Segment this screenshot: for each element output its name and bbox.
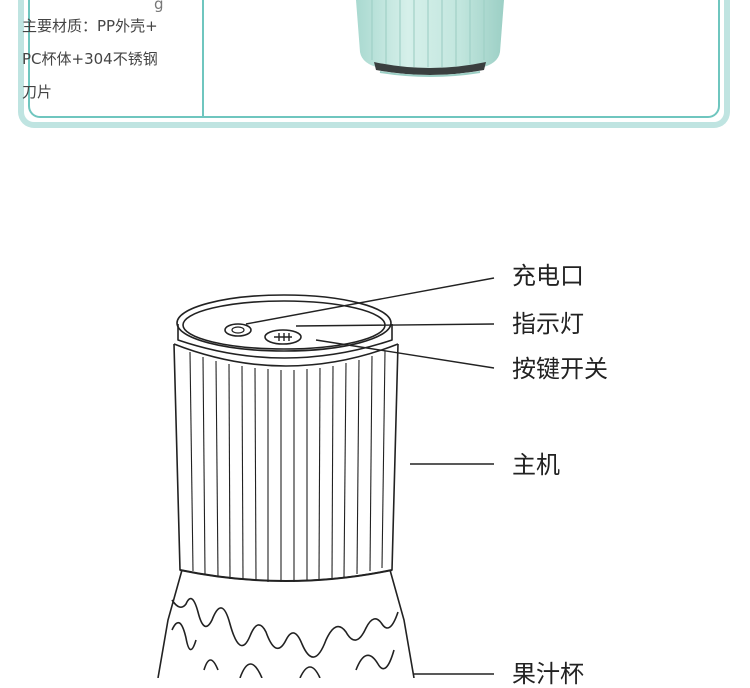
label-indicator: 指示灯	[512, 310, 584, 338]
label-switch: 按键开关	[512, 355, 608, 383]
product-photo-bottom	[356, 0, 504, 77]
leader-charging-port	[245, 277, 495, 325]
label-charging-port: 充电口	[512, 262, 584, 290]
spec-partial-line: g	[154, 0, 164, 13]
leader-indicator	[295, 323, 495, 327]
label-main-body: 主机	[512, 451, 560, 479]
spec-text: g 主要材质：PP外壳+ PC杯体+304不锈钢 刀片	[22, 0, 168, 109]
spec-divider	[202, 0, 204, 116]
product-diagram	[157, 277, 495, 678]
spec-material-line-1: 主要材质：PP外壳+	[22, 17, 158, 35]
label-cup: 果汁杯	[512, 660, 584, 688]
cap-top-ellipse	[176, 294, 392, 352]
leader-switch	[315, 339, 495, 369]
juice-cup	[157, 569, 415, 678]
spec-material-line-3: 刀片	[22, 83, 53, 101]
spec-material-line-2: PC杯体+304不锈钢	[22, 50, 158, 68]
charging-port-icon	[224, 323, 252, 337]
power-button-icon	[264, 329, 302, 345]
body-ribs	[189, 350, 386, 582]
spec-card-frame	[28, 0, 720, 118]
